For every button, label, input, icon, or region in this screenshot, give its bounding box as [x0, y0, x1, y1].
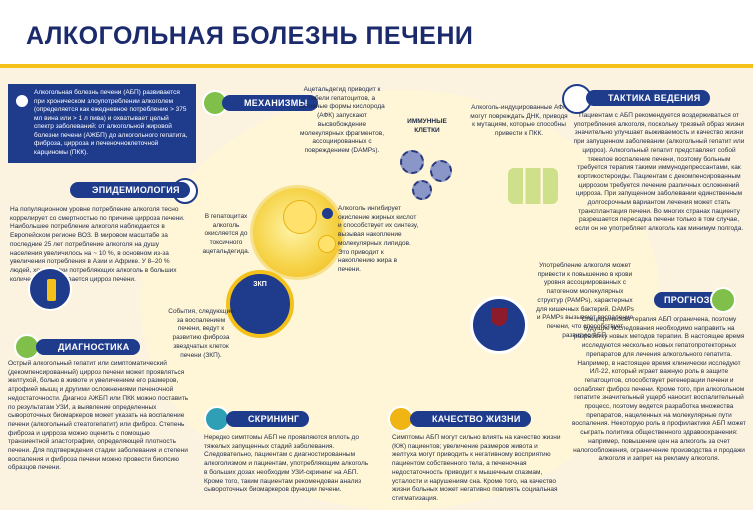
mechanism-inhibit-text: Алкоголь ингибирует окисление жирных кис…: [338, 205, 419, 273]
eu-flag-icon: [28, 267, 72, 311]
epidemiology-text: На популяционном уровне потребление алко…: [10, 206, 185, 283]
dna-chromosome-icon: [508, 168, 558, 204]
quality-of-life-header: КАЧЕСТВО ЖИЗНИ: [410, 411, 531, 427]
glass-icon: [47, 279, 56, 301]
screening-text: Нередко симптомы АБП не проявляются впло…: [204, 434, 369, 494]
fat-droplet: [283, 200, 317, 234]
title-underline: [0, 64, 753, 68]
crystal-ball-icon: [710, 287, 736, 313]
immune-cell-icon: [430, 160, 452, 182]
immune-cell-icon: [412, 180, 432, 200]
wine-icon: [491, 308, 507, 326]
management-text: Пациентам с АБП рекомендуется воздержива…: [573, 112, 745, 233]
info-bullet-icon: [15, 94, 29, 108]
title-bar: [0, 0, 753, 66]
page-title: АЛКОГОЛЬНАЯ БОЛЕЗНЬ ПЕЧЕНИ: [26, 22, 474, 50]
diagnostics-text: Острый алкогольный гепатит или симптомат…: [8, 360, 189, 472]
mechanisms-header: МЕХАНИЗМЫ: [222, 95, 318, 111]
intro-text: Алкогольная болезнь печени (АБП) развива…: [34, 89, 188, 157]
quality-of-life-text: Симптомы АБП могут сильно влиять на каче…: [392, 434, 561, 502]
diagnostics-header: ДИАГНОСТИКА: [36, 339, 140, 355]
hsc-label: ЗКП: [253, 281, 267, 288]
screening-header: СКРИНИНГ: [226, 411, 310, 427]
mechanism-afk-text: Алкоголь-индуцированные АФК могут повреж…: [470, 104, 568, 138]
warning-icon: [322, 208, 333, 219]
immune-cells-label: ИММУННЫЕ КЛЕТКИ: [407, 118, 447, 134]
liver-cell-illustration: [250, 185, 345, 280]
stellate-cell-icon: [226, 270, 294, 338]
mechanism-events-text: События, следующие за воспалением печени…: [168, 308, 234, 359]
fat-droplet: [318, 235, 336, 253]
prognosis-text: Специфическая терапия АБП ограничена, по…: [572, 316, 746, 463]
intro-panel: Алкогольная болезнь печени (АБП) развива…: [8, 84, 196, 163]
immune-cell-icon: [400, 150, 424, 174]
management-header: ТАКТИКА ВЕДЕНИЯ: [586, 90, 711, 106]
mechanism-bacteria-text: Употребление алкоголя может привести к п…: [536, 262, 634, 339]
mechanism-hepatocytes-text: В гепатоцитах алкоголь окисляется до ток…: [202, 213, 250, 255]
epidemiology-header: ЭПИДЕМИОЛОГИЯ: [70, 182, 190, 198]
mechanism-acetaldehyde-text: Ацетальдегид приводит к гибели гепатоцит…: [299, 86, 385, 154]
